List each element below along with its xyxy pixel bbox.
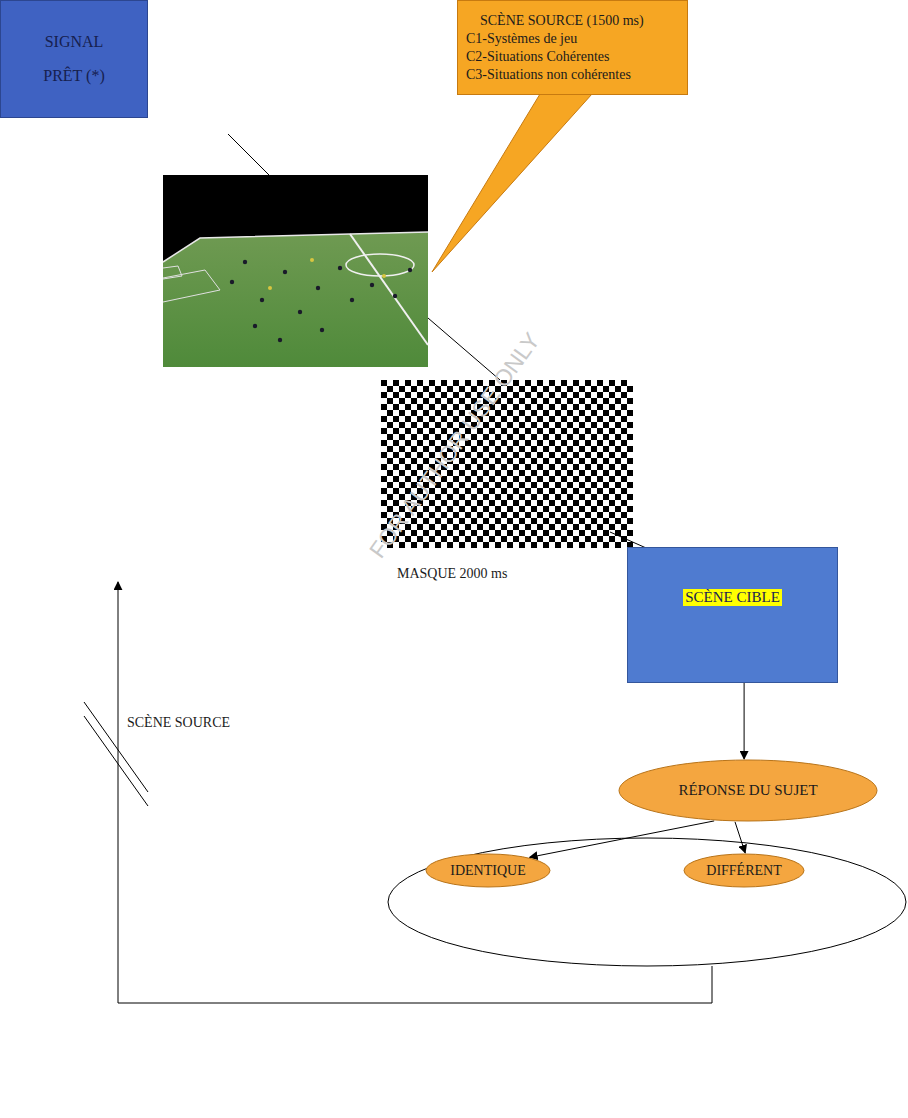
ellipse-shape: [426, 854, 550, 887]
source-scene-callout: SCÈNE SOURCE (1500 ms)C1-Systèmes de jeu…: [457, 0, 688, 95]
node-line: C3-Situations non cohérentes: [466, 66, 631, 84]
football-field-picture: [163, 175, 428, 367]
target-scene-box: SCÈNE CIBLE: [627, 547, 838, 683]
leader-line: [228, 134, 270, 176]
node-line: C2-Situations Cohérentes: [466, 48, 610, 66]
response-group-ellipse: [388, 838, 906, 966]
flow-arrow: [744, 683, 745, 759]
mask-label: MASQUE 2000 ms: [397, 566, 507, 582]
different-ellipse: DIFFÉRENT: [683, 853, 805, 888]
node-title: RÉPONSE DU SUJET: [678, 782, 817, 799]
callout-tail: [432, 94, 592, 272]
flow-arrow: [530, 821, 715, 857]
loop-label: SCÈNE SOURCE: [127, 715, 230, 731]
node-title: DIFFÉRENT: [706, 863, 781, 879]
flow-arrow: [735, 822, 745, 853]
ellipse-shape: [619, 760, 877, 821]
leader-line: [428, 318, 500, 380]
node-title: SCÈNE SOURCE (1500 ms): [466, 12, 644, 30]
node-title: SCÈNE CIBLE: [683, 589, 782, 606]
start-signal-box: SIGNAL PRÊT (*): [0, 0, 148, 118]
mask-checkerboard: [381, 380, 633, 548]
subject-response-ellipse: RÉPONSE DU SUJET: [618, 759, 878, 822]
node-title: SIGNAL PRÊT (*): [26, 25, 122, 93]
identical-ellipse: IDENTIQUE: [425, 853, 551, 888]
node-line: C1-Systèmes de jeu: [466, 30, 577, 48]
node-title: IDENTIQUE: [450, 863, 525, 879]
ellipse-shape: [684, 854, 804, 887]
